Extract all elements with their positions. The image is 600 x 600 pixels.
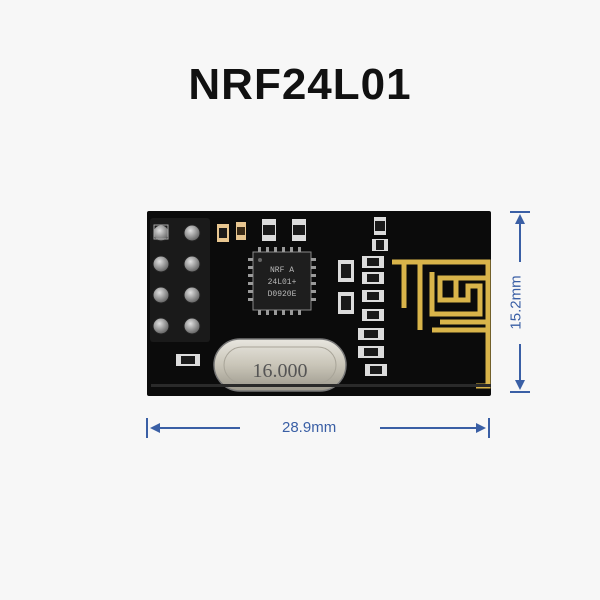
- product-title: NRF24L01: [188, 60, 412, 109]
- width-dimension: [146, 418, 490, 438]
- chip-marking-line-2: 24L01+: [268, 278, 297, 287]
- smd-components: [176, 217, 388, 376]
- crystal-oscillator: 16.000: [213, 338, 347, 392]
- height-dimension: [510, 211, 530, 393]
- edge-pads: [151, 384, 491, 387]
- chip-marking-line-1: NRF A: [270, 266, 294, 275]
- width-dimension-label: 28.9mm: [282, 419, 337, 436]
- height-dimension-label: 15.2mm: [507, 275, 525, 330]
- chip-marking-line-3: D0920E: [268, 290, 297, 299]
- nrf-chip: NRF A 24L01+ D0920E: [248, 247, 316, 315]
- header-pins: [150, 218, 210, 342]
- crystal-label: 16.000: [253, 360, 308, 382]
